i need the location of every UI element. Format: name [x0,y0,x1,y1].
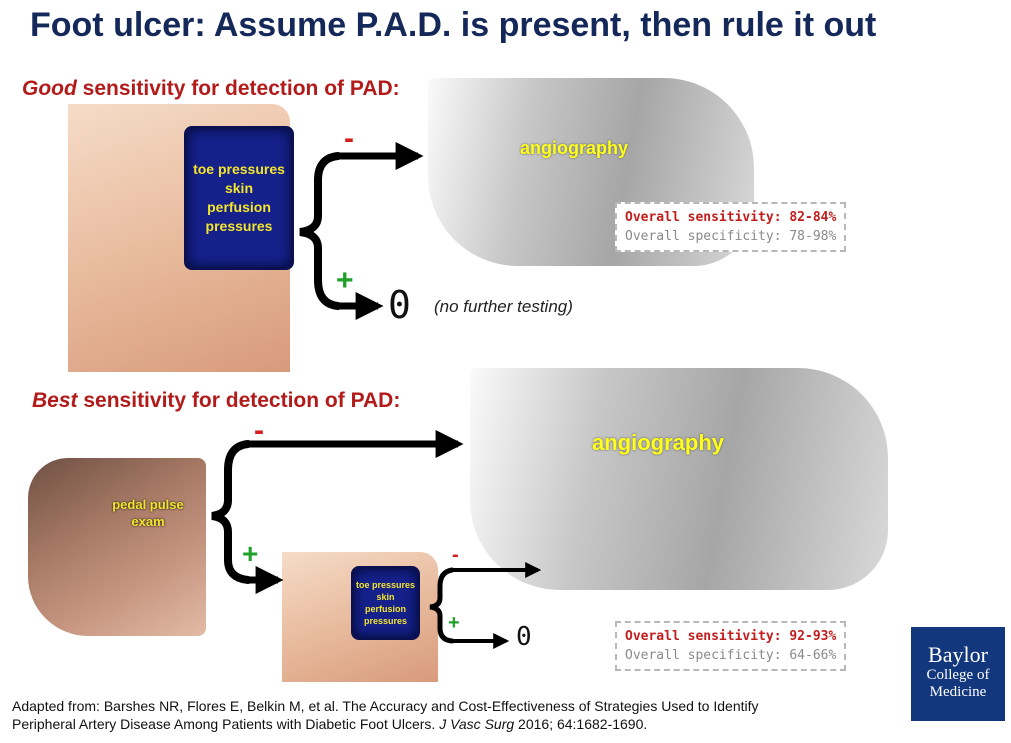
best-emphasis: Best [32,389,78,412]
pulse-exam-line: pedal pulse [112,497,184,512]
zero-result: 0 [516,622,532,652]
baylor-logo: Baylor College of Medicine [911,627,1005,721]
citation: Adapted from: Barshes NR, Flores E, Belk… [12,697,759,733]
specificity-text: Overall specificity: 78-98% [625,229,837,244]
stats-box-best: Overall sensitivity: 92-93% Overall spec… [615,621,847,671]
brace-good [299,152,342,310]
good-heading-text: sensitivity for detection of PAD: [76,77,400,100]
cuff-label-line: pressures [363,616,408,626]
cuff-label-line: toe pressures [193,161,285,177]
logo-line: Baylor [928,642,988,667]
good-emphasis: Good [22,77,77,100]
plus-sign-small: + [448,612,460,634]
cuff-label-line: pressures [205,218,273,234]
angiography-label-good: angiography [520,138,629,158]
best-heading-text: sensitivity for detection of PAD: [77,389,401,412]
toe-cuff-good: toe pressures skin perfusion pressures [184,126,294,270]
toe-cuff-best: toe pressures skin perfusion pressures [351,566,420,640]
cuff-label-line: toe pressures [355,580,416,590]
citation-line1: Adapted from: Barshes NR, Flores E, Belk… [12,698,759,714]
logo-line: College of [926,667,990,683]
cuff-label-line: perfusion [364,604,406,614]
citation-line2: Peripheral Artery Disease Among Patients… [12,715,759,733]
angiography-label-best: angiography [592,430,725,455]
cuff-label-line: skin [376,592,395,602]
citation-text: Peripheral Artery Disease Among Patients… [12,716,440,732]
stats-box-good: Overall sensitivity: 82-84% Overall spec… [615,202,847,252]
plus-sign: + [242,538,259,569]
sensitivity-text: Overall sensitivity: 82-84% [625,210,837,225]
brace-best-small [429,567,455,644]
cuff-label-line: skin [224,180,253,196]
journal-name: J Vasc Surg [439,716,515,732]
zero-result: 0 [388,283,411,327]
minus-sign: - [344,122,354,155]
angiogram-image-best [470,368,888,590]
pulse-exam-label: pedal pulse exam [108,496,188,530]
page-title: Foot ulcer: Assume P.A.D. is present, th… [30,6,877,44]
specificity-text: Overall specificity: 64-66% [625,648,837,663]
minus-sign-small: - [452,544,459,566]
citation-text: 2016; 64:1682-1690. [514,716,648,732]
good-section-heading: Good sensitivity for detection of PAD: [22,77,400,101]
no-further-testing-label: (no further testing) [434,297,573,316]
sensitivity-text: Overall sensitivity: 92-93% [625,629,837,644]
logo-line: Medicine [929,684,987,700]
brace-best [211,440,252,584]
cuff-label-line: perfusion [207,199,271,215]
plus-sign: + [336,264,354,297]
hand-pulse-photo [28,458,206,636]
pulse-exam-line: exam [131,514,165,529]
best-section-heading: Best sensitivity for detection of PAD: [32,389,400,413]
minus-sign: - [254,414,264,447]
